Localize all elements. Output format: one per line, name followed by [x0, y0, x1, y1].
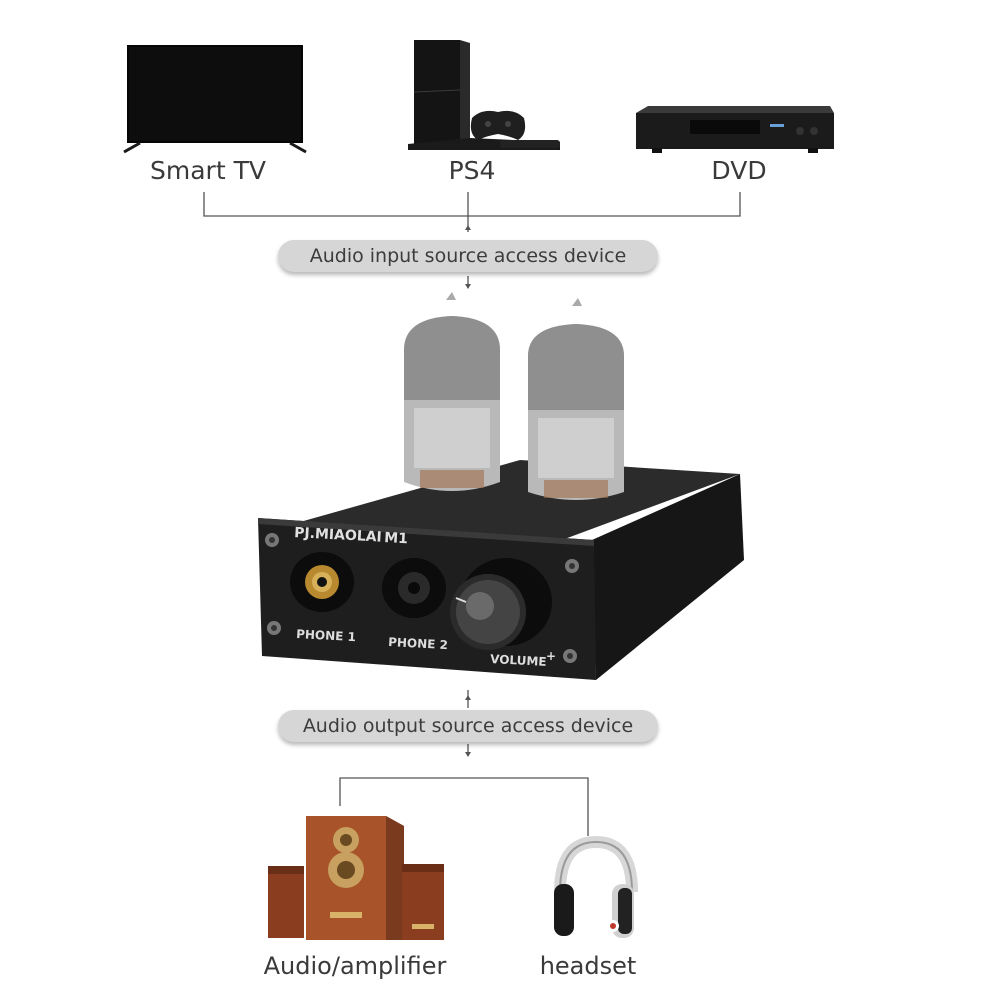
output-badge: Audio output source access device	[278, 710, 658, 742]
volume-plus-label: +	[546, 649, 556, 663]
source-label-dvd: DVD	[711, 156, 767, 185]
dvd-player-icon	[636, 106, 834, 153]
output-label-speakers: Audio/amplifier	[263, 952, 447, 980]
input-badge: Audio input source access device	[278, 240, 658, 272]
tv-icon	[123, 45, 307, 154]
speakers-icon	[268, 816, 444, 940]
brand-label: PJ.MIAOLAI	[294, 525, 382, 546]
source-label-tv: Smart TV	[150, 156, 266, 185]
phone1-label: PHONE 1	[296, 627, 356, 644]
game-console-icon	[408, 40, 560, 150]
volume-label: VOLUME	[490, 652, 547, 669]
output-connector	[339, 777, 589, 836]
source-label-ps4: PS4	[448, 156, 496, 185]
output-label-headset: headset	[539, 952, 637, 980]
vacuum-tube-right	[528, 298, 624, 500]
headphones-icon	[554, 835, 638, 938]
tube-amplifier	[258, 460, 744, 680]
phone2-label: PHONE 2	[388, 635, 448, 652]
vacuum-tube-left	[404, 292, 500, 491]
model-label: M1	[384, 530, 408, 547]
